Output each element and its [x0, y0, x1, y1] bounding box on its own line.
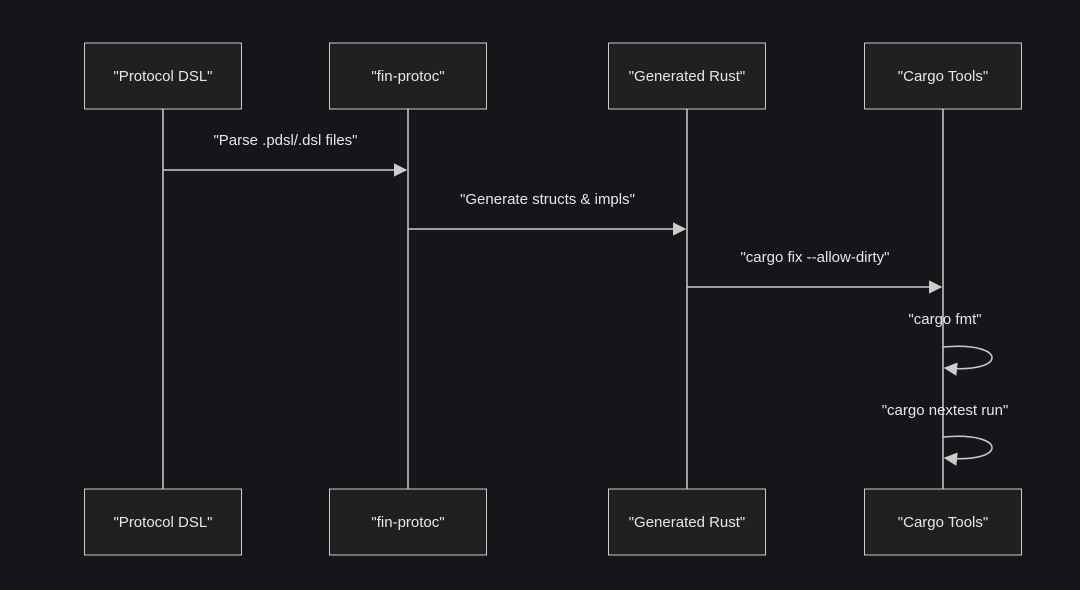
participant-label: "Generated Rust" — [629, 68, 746, 85]
self-message-arrow — [942, 345, 993, 376]
participant-box — [864, 42, 1022, 110]
message-label: "Generate structs & impls" — [460, 191, 635, 208]
participant-label: "Protocol DSL" — [113, 68, 212, 85]
message-label: "cargo fmt" — [908, 311, 981, 328]
participant-protoc-top: "fin-protoc" — [329, 42, 487, 110]
participant-box — [84, 42, 242, 110]
message-3: "cargo fix --allow-dirty" — [687, 249, 943, 294]
participant-label: "fin-protoc" — [371, 514, 444, 531]
message-2: "Generate structs & impls" — [408, 191, 687, 236]
participant-label: "Protocol DSL" — [113, 514, 212, 531]
message-label: "cargo fix --allow-dirty" — [740, 249, 889, 266]
participant-label: "Generated Rust" — [629, 514, 746, 531]
participant-protoc-bottom: "fin-protoc" — [329, 488, 487, 556]
participant-rust-bottom: "Generated Rust" — [608, 488, 766, 556]
participant-box — [608, 42, 766, 110]
message-1: "Parse .pdsl/.dsl files" — [163, 132, 408, 177]
self-message-arrow — [942, 435, 993, 466]
message-label: "Parse .pdsl/.dsl files" — [213, 132, 357, 149]
participant-cargo-bottom: "Cargo Tools" — [864, 488, 1022, 556]
participant-box — [608, 488, 766, 556]
message-5: "cargo nextest run" — [882, 402, 1009, 466]
participant-box — [329, 488, 487, 556]
participant-label: "Cargo Tools" — [898, 514, 988, 531]
participant-dsl-bottom: "Protocol DSL" — [84, 488, 242, 556]
participant-rust-top: "Generated Rust" — [608, 42, 766, 110]
message-label: "cargo nextest run" — [882, 402, 1009, 419]
participant-box — [329, 42, 487, 110]
message-4: "cargo fmt" — [908, 311, 993, 376]
participant-label: "fin-protoc" — [371, 68, 444, 85]
participant-label: "Cargo Tools" — [898, 68, 988, 85]
participant-box — [84, 488, 242, 556]
participant-dsl-top: "Protocol DSL" — [84, 42, 242, 110]
participant-box — [864, 488, 1022, 556]
participant-cargo-top: "Cargo Tools" — [864, 42, 1022, 110]
